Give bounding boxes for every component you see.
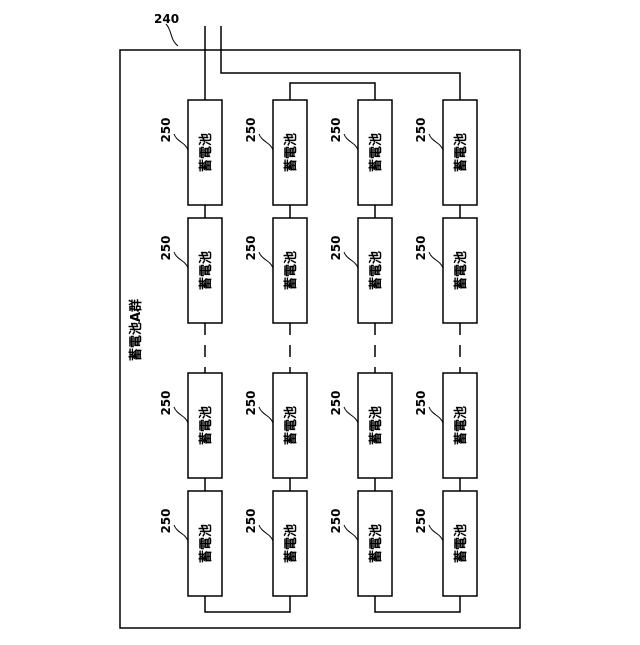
battery-cell-ref-leader [174, 407, 188, 423]
battery-cell-ref-leader [429, 525, 443, 541]
battery-cell-label: 蓄電池 [368, 406, 384, 445]
battery-cell-label: 蓄電池 [198, 133, 214, 172]
battery-cell-label: 蓄電池 [198, 251, 214, 290]
battery-cell-ref-leader [259, 134, 273, 150]
battery-cell-ref-leader [429, 134, 443, 150]
battery-cell-ref: 250 [329, 117, 343, 142]
battery-cell-ref: 250 [329, 235, 343, 260]
battery-cell-label: 蓄電池 [283, 406, 299, 445]
battery-cell-ref-leader [429, 252, 443, 268]
battery-cells: 蓄電池 250 蓄電池 250 蓄電池 250 蓄電池 250 蓄電池 250 蓄電池 250 蓄電池 2… [159, 100, 477, 596]
battery-cell-ref: 250 [244, 508, 258, 533]
battery-cell-ref-leader [259, 252, 273, 268]
battery-cell-label: 蓄電池 [453, 251, 469, 290]
battery-cell-ref: 250 [414, 235, 428, 260]
group-label: 蓄電池A群 [128, 299, 144, 361]
battery-cell-ref-leader [259, 525, 273, 541]
battery-cell-ref-leader [344, 134, 358, 150]
bottom-link-col3-col4 [375, 596, 460, 612]
battery-cell-ref: 250 [414, 508, 428, 533]
battery-cell-ref-leader [174, 525, 188, 541]
bottom-link-col1-col2 [205, 596, 290, 612]
battery-cell-ref: 250 [244, 235, 258, 260]
group-ref-leader [166, 24, 178, 46]
battery-cell-ref-leader [344, 525, 358, 541]
battery-cell-ref: 250 [159, 235, 173, 260]
battery-cell-label: 蓄電池 [368, 524, 384, 563]
battery-cell-ref: 250 [159, 508, 173, 533]
top-link-col2-col3 [290, 83, 375, 100]
battery-cell-ref: 250 [244, 390, 258, 415]
battery-cell-ref-leader [429, 407, 443, 423]
battery-cell-label: 蓄電池 [453, 406, 469, 445]
battery-cell-label: 蓄電池 [198, 524, 214, 563]
battery-cell-label: 蓄電池 [453, 133, 469, 172]
battery-cell-ref: 250 [329, 390, 343, 415]
battery-cell-label: 蓄電池 [368, 251, 384, 290]
battery-cell-ref-leader [174, 134, 188, 150]
battery-cell-label: 蓄電池 [283, 251, 299, 290]
battery-cell-ref-leader [174, 252, 188, 268]
battery-cell-label: 蓄電池 [283, 133, 299, 172]
battery-cell-label: 蓄電池 [368, 133, 384, 172]
battery-cell-ref-leader [344, 407, 358, 423]
battery-cell-ref: 250 [244, 117, 258, 142]
battery-cell-ref: 250 [159, 117, 173, 142]
battery-cell-ref: 250 [159, 390, 173, 415]
battery-cell-label: 蓄電池 [453, 524, 469, 563]
terminal-lead-negative [221, 26, 460, 100]
battery-cell-ref-leader [344, 252, 358, 268]
battery-cell-ref: 250 [414, 117, 428, 142]
battery-cell-label: 蓄電池 [283, 524, 299, 563]
battery-cell-ref: 250 [414, 390, 428, 415]
battery-cell-ref: 250 [329, 508, 343, 533]
battery-cell-label: 蓄電池 [198, 406, 214, 445]
battery-cell-ref-leader [259, 407, 273, 423]
